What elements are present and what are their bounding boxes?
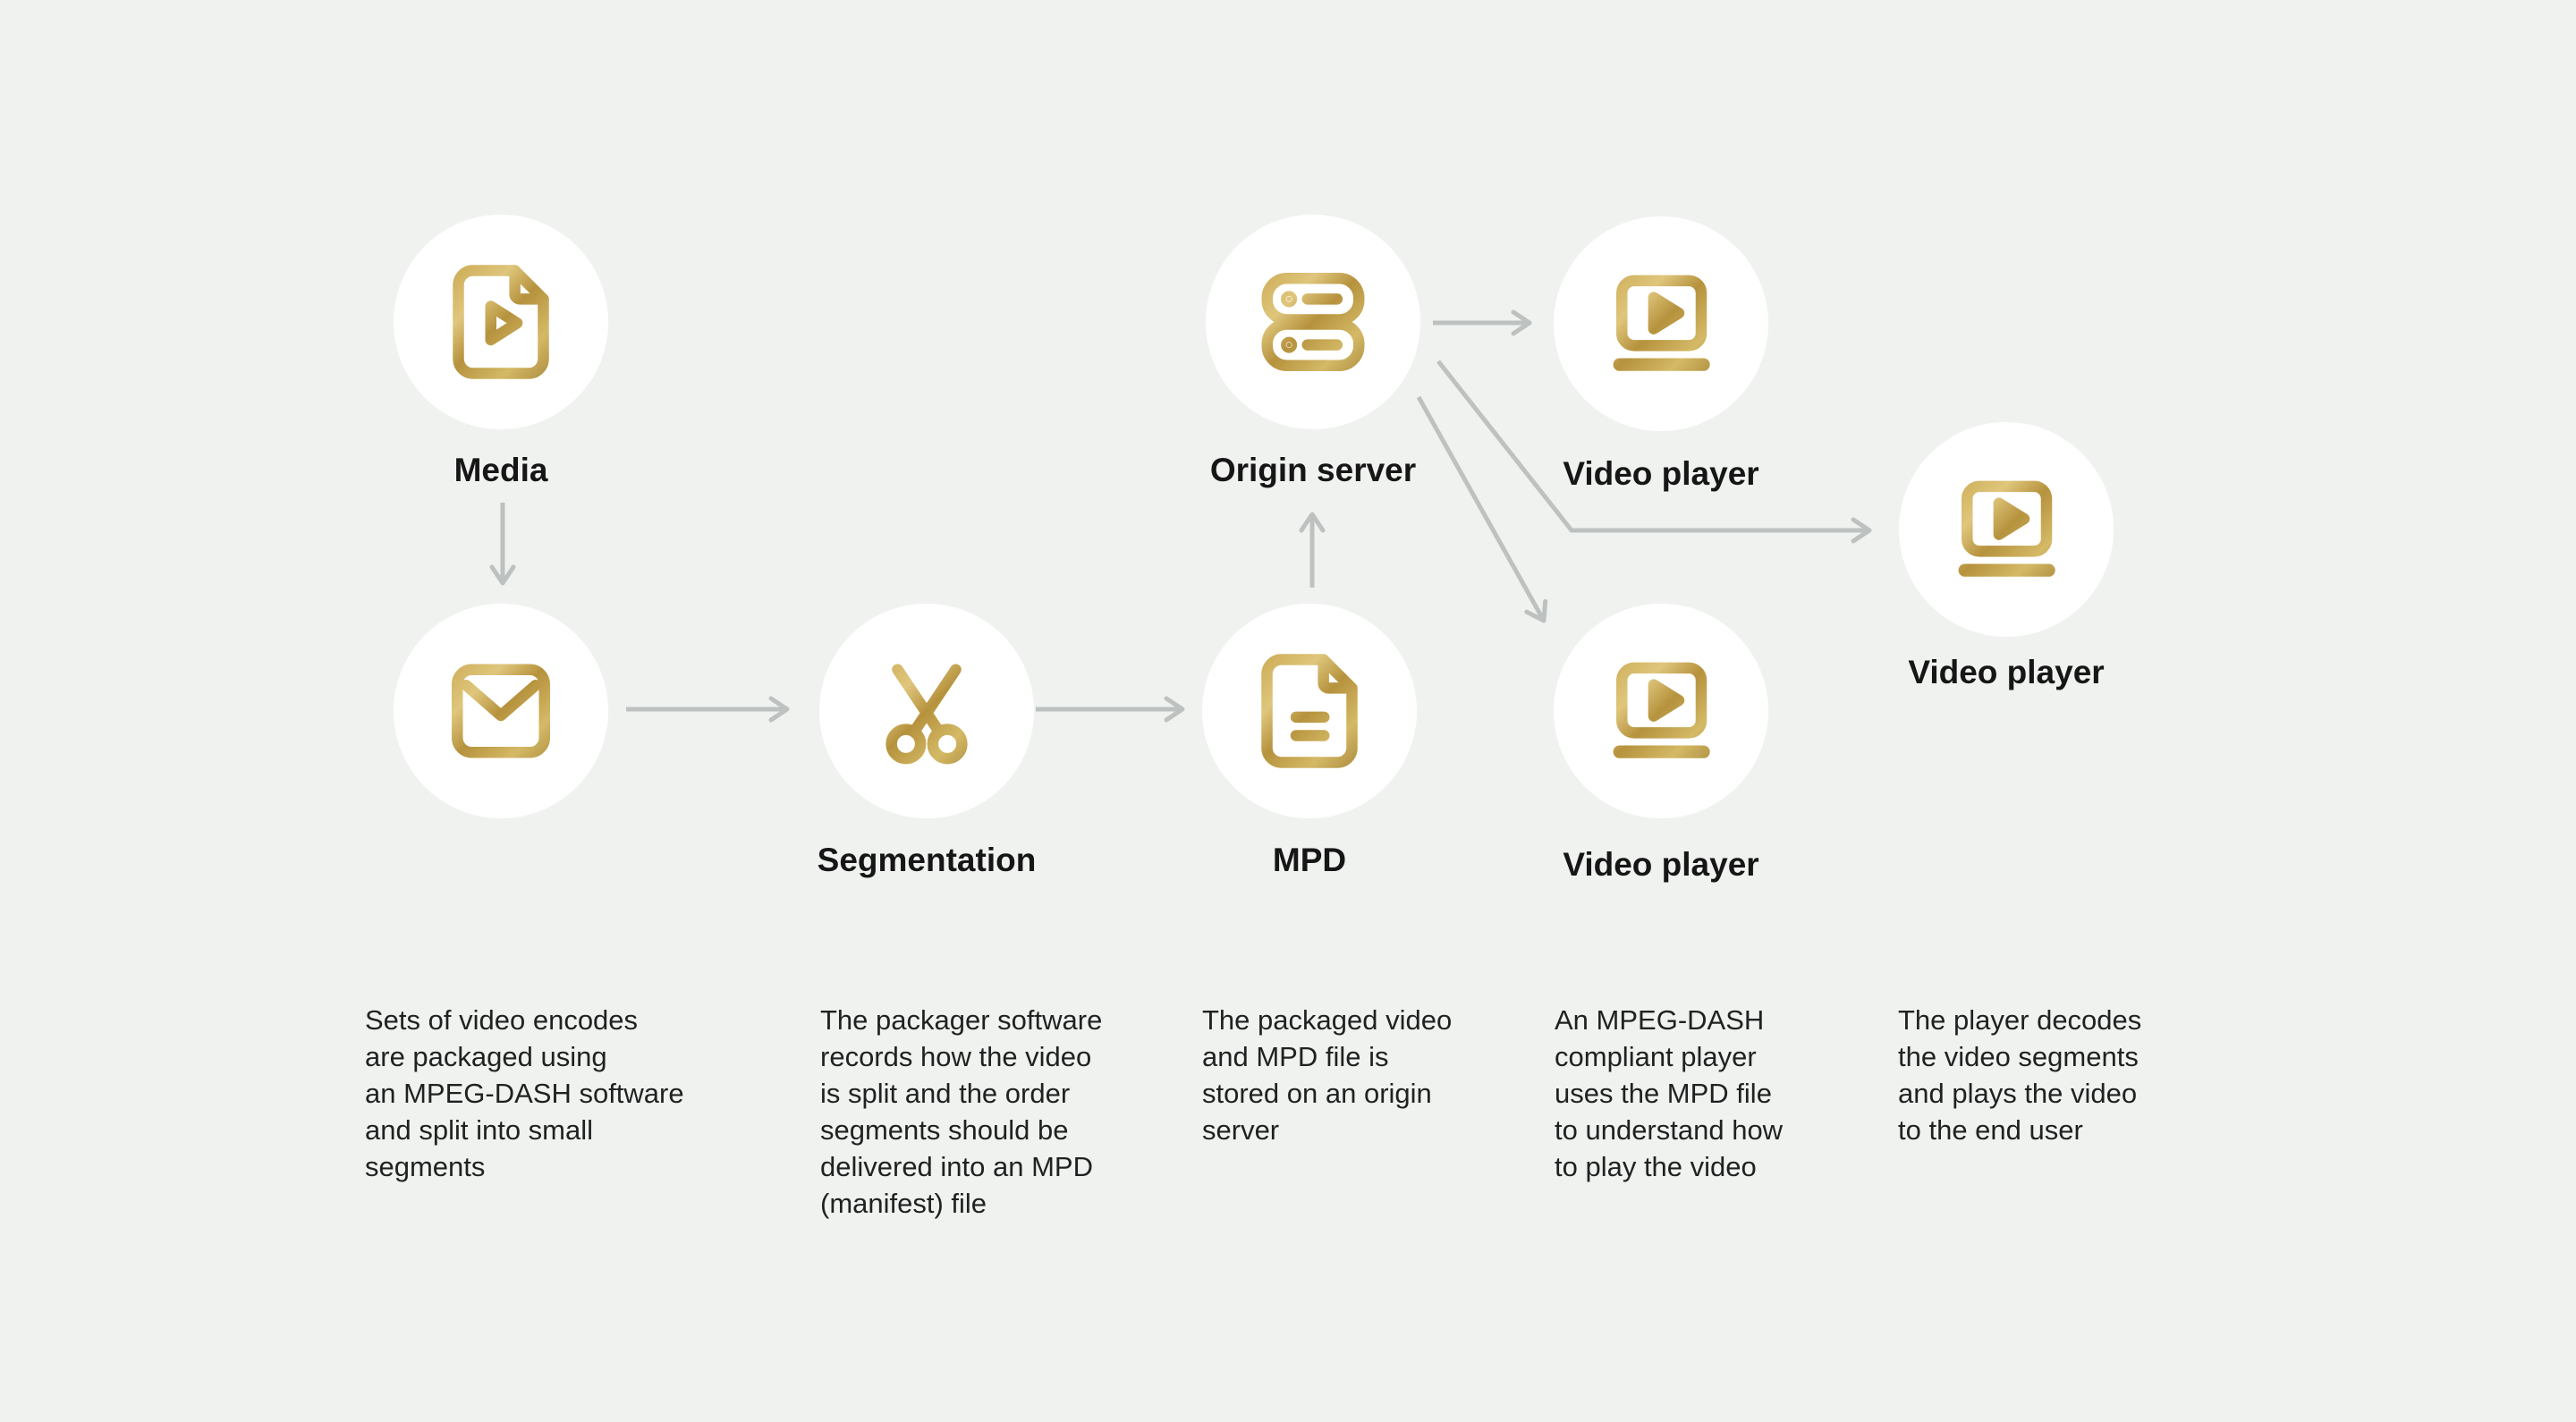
description-segmentation: The packager software records how the vi…	[820, 1004, 1103, 1219]
label-video-player-right: Video player	[1908, 654, 2105, 690]
node-media	[394, 215, 608, 429]
label-media: Media	[453, 452, 548, 488]
description-player-mpd: An MPEG-DASH compliant player uses the M…	[1555, 1004, 1784, 1182]
video-player-icon	[1613, 275, 1710, 371]
label-origin-server: Origin server	[1209, 452, 1417, 488]
scissors-icon	[886, 664, 968, 765]
node-video-player-top	[1554, 216, 1768, 431]
node-origin-server	[1206, 215, 1420, 429]
arrow-origin-to-player-bottom	[1416, 395, 1548, 623]
video-player-icon	[1958, 480, 2055, 577]
node-segmentation	[819, 604, 1034, 818]
node-video-player-right	[1899, 422, 2114, 637]
label-segmentation: Segmentation	[817, 842, 1037, 878]
node-mpd	[1202, 604, 1417, 818]
description-packaging: Sets of video encodes are packaged using…	[365, 1004, 684, 1182]
document-icon	[1261, 654, 1358, 768]
file-play-icon	[453, 265, 549, 379]
arrow-origin-to-player-right	[1436, 360, 1872, 544]
node-video-player-bottom	[1554, 604, 1768, 818]
server-icon	[1261, 272, 1365, 371]
label-mpd: MPD	[1272, 842, 1347, 878]
video-player-icon	[1613, 662, 1710, 758]
envelope-icon	[451, 664, 551, 758]
description-origin-storage: The packaged video and MPD file is store…	[1202, 1004, 1453, 1146]
label-video-player-top: Video player	[1563, 455, 1759, 492]
description-player-decode: The player decodes the video segments an…	[1898, 1004, 2142, 1146]
label-video-player-bottom: Video player	[1563, 846, 1759, 883]
node-packaging	[394, 604, 608, 818]
